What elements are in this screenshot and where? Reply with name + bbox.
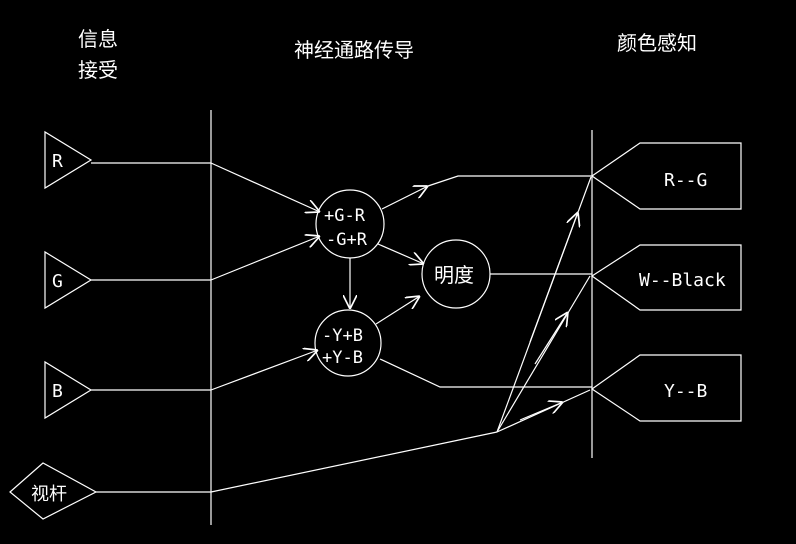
output-wb: W--Black xyxy=(590,244,742,311)
arrow-rg-out xyxy=(381,186,428,210)
input-g-label: G xyxy=(52,271,63,292)
node-yb: -Y+B +Y-B xyxy=(314,309,382,377)
input-r-label: R xyxy=(52,151,63,172)
path-rod-to-wb xyxy=(496,275,591,433)
output-yb: Y--B xyxy=(590,354,742,422)
output-rg: R--G xyxy=(590,142,742,210)
path-yb-out xyxy=(379,358,592,388)
node-yb-line1: -Y+B xyxy=(322,326,363,346)
input-rod: 视杆 xyxy=(9,462,98,520)
output-rg-label: R--G xyxy=(664,170,707,191)
header-receive-line2: 接受 xyxy=(78,58,118,82)
path-rg-out xyxy=(427,175,592,187)
output-yb-label: Y--B xyxy=(664,381,707,402)
node-rg-line1: +G-R xyxy=(324,206,366,226)
arrow-r-to-rg xyxy=(210,162,320,212)
node-yb-line2: +Y-B xyxy=(322,348,363,368)
input-b: B xyxy=(44,360,93,420)
arrow-b-to-yb xyxy=(210,350,318,391)
input-g: G xyxy=(44,250,93,310)
input-rod-label: 视杆 xyxy=(31,484,67,505)
header-perception: 颜色感知 xyxy=(617,31,697,55)
output-wb-label: W--Black xyxy=(639,270,726,291)
arrowhead-rod-wb xyxy=(534,312,568,365)
arrow-yb-to-brightness xyxy=(375,296,420,325)
path-rod xyxy=(210,431,498,493)
node-rg: +G-R -G+R xyxy=(315,189,385,259)
node-brightness-label: 明度 xyxy=(434,263,474,287)
arrowhead-rod-yb xyxy=(519,402,563,421)
path-rod-to-yb xyxy=(496,389,591,433)
header-receive-line1: 信息 xyxy=(78,27,118,51)
arrowhead-rod-rg xyxy=(529,212,578,343)
header-pathway: 神经通路传导 xyxy=(294,38,414,62)
node-brightness: 明度 xyxy=(421,239,491,309)
input-r: R xyxy=(44,130,93,190)
node-rg-line2: -G+R xyxy=(326,230,368,250)
arrow-g-to-rg xyxy=(210,236,320,281)
input-b-label: B xyxy=(52,381,63,402)
arrow-rg-to-brightness xyxy=(377,243,424,264)
